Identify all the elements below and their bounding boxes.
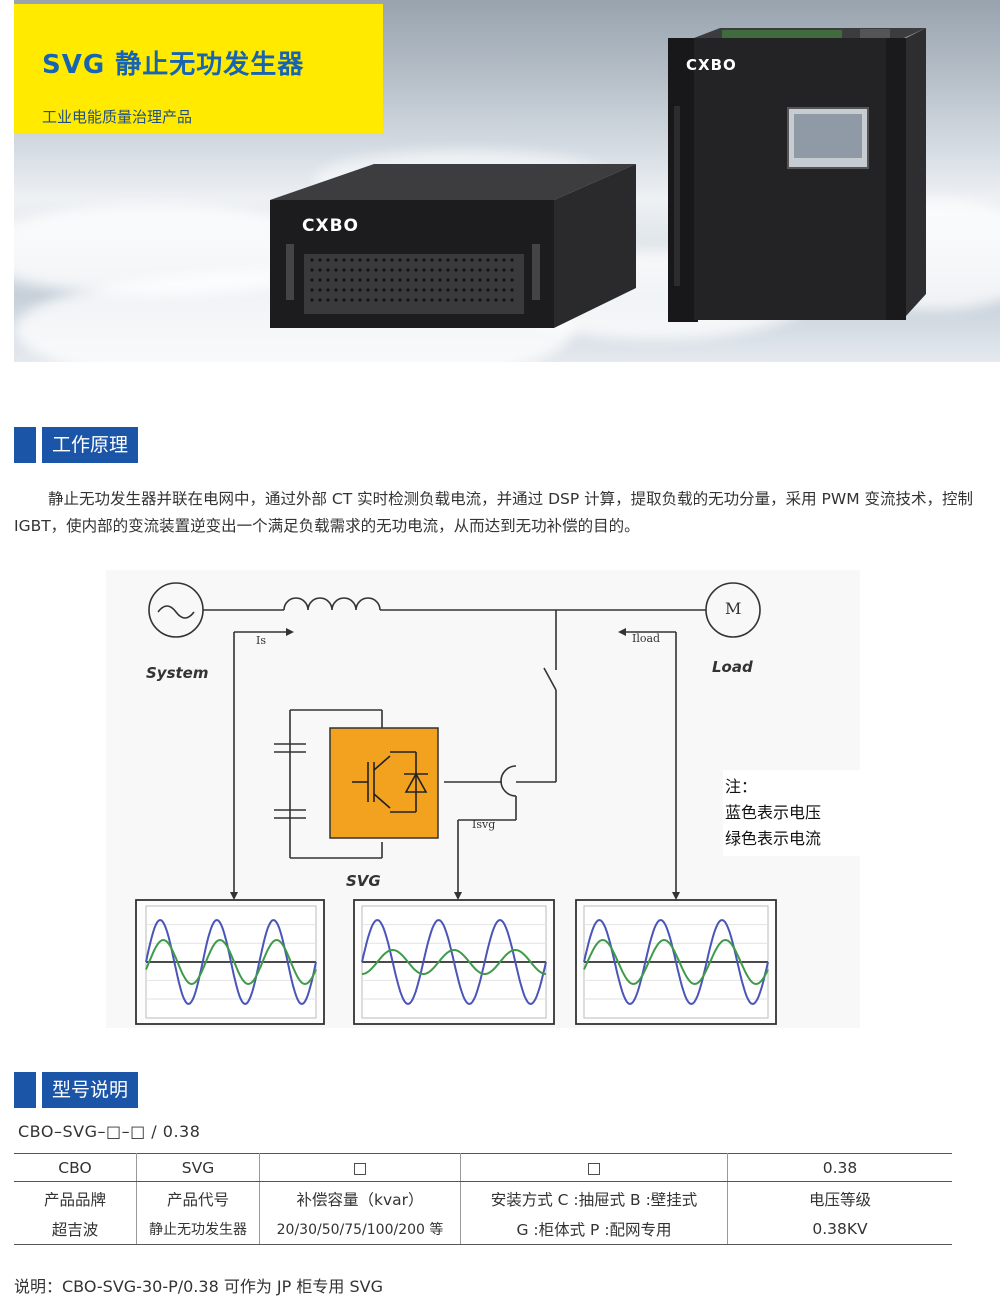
current-wave	[145, 938, 317, 986]
ac-source-symbol	[148, 582, 204, 638]
table-row: 产品品牌 产品代号 补偿容量（kvar） 安装方式 C :抽屉式 B :壁挂式 …	[14, 1181, 952, 1214]
legend-note: 注： 蓝色表示电压 绿色表示电流	[723, 770, 867, 856]
voltage-wave	[583, 918, 769, 1006]
ct-symbol	[500, 765, 517, 797]
section-title-principle: 工作原理	[42, 427, 139, 463]
motor-symbol	[705, 582, 761, 638]
note-title: 注：	[725, 777, 758, 796]
table-cell: 补偿容量（kvar）	[259, 1181, 461, 1214]
table-cell: CBO	[14, 1153, 137, 1182]
table-cell: □	[259, 1153, 461, 1182]
banner-subtitle: 工业电能质量治理产品	[42, 108, 193, 126]
hero-banner: CXBO CXBO	[14, 0, 1000, 362]
banner-title-box: SVG 静止无功发生器 工业电能质量治理产品	[14, 4, 383, 133]
voltage-wave	[361, 918, 547, 1006]
model-code: CBO–SVG–□–□ / 0.38	[18, 1122, 201, 1141]
inductor-symbol	[283, 597, 381, 611]
table-cell: 静止无功发生器	[136, 1214, 260, 1245]
system-label: System	[146, 664, 209, 682]
table-row: CBO SVG □ □ 0.38	[14, 1153, 952, 1182]
rack-unit-image	[270, 164, 636, 328]
waveform-plots	[145, 918, 769, 1006]
note-current: 绿色表示电流	[725, 829, 822, 848]
section-marker	[14, 1072, 36, 1108]
table-cell: 20/30/50/75/100/200 等	[259, 1214, 461, 1245]
isvg-label: Isvg	[472, 818, 496, 831]
rack-logo: CXBO	[302, 216, 359, 236]
table-cell: 产品品牌	[14, 1181, 137, 1214]
table-row: 超吉波 静止无功发生器 20/30/50/75/100/200 等 G :柜体式…	[14, 1214, 952, 1245]
note-voltage: 蓝色表示电压	[725, 803, 822, 822]
table-cell: SVG	[136, 1153, 260, 1182]
voltage-wave	[145, 918, 317, 1006]
current-wave	[361, 948, 547, 976]
load-label: Load	[712, 658, 753, 676]
table-cell: 超吉波	[14, 1214, 137, 1245]
wall-cabinet-image	[668, 28, 926, 322]
model-footnote: 说明：CBO-SVG-30-P/0.38 可作为 JP 柜专用 SVG	[14, 1277, 383, 1296]
section-title-model: 型号说明	[42, 1072, 139, 1108]
principle-paragraph: 静止无功发生器并联在电网中，通过外部 CT 实时检测负载电流，并通过 DSP 计…	[14, 490, 974, 535]
banner-title: SVG 静止无功发生器	[42, 50, 305, 80]
is-label: Is	[256, 634, 266, 647]
table-cell: 产品代号	[136, 1181, 260, 1214]
svg-converter-block	[329, 727, 439, 839]
svg-principle-diagram: System Load SVG M Is Iload Isvg 注： 蓝色表示电…	[106, 570, 867, 1028]
circuit-svg	[135, 582, 777, 1025]
table-cell: 电压等级	[808, 1191, 871, 1209]
svg-label: SVG	[346, 872, 381, 890]
section-marker	[14, 427, 36, 463]
model-spec-table: CBO SVG □ □ 0.38 产品品牌 产品代号 补偿容量（kvar） 安装…	[14, 1153, 952, 1245]
table-cell: 0.38	[727, 1153, 952, 1182]
table-cell: 安装方式 C :抽屉式 B :壁挂式	[460, 1181, 728, 1214]
table-cell: □	[460, 1153, 728, 1182]
current-wave	[583, 938, 769, 986]
table-cell: 0.38KV	[727, 1214, 952, 1245]
iload-label: Iload	[632, 632, 661, 645]
cabinet-logo: CXBO	[686, 56, 737, 74]
table-cell: G :柜体式 P :配网专用	[460, 1214, 728, 1245]
motor-label: M	[725, 599, 742, 618]
